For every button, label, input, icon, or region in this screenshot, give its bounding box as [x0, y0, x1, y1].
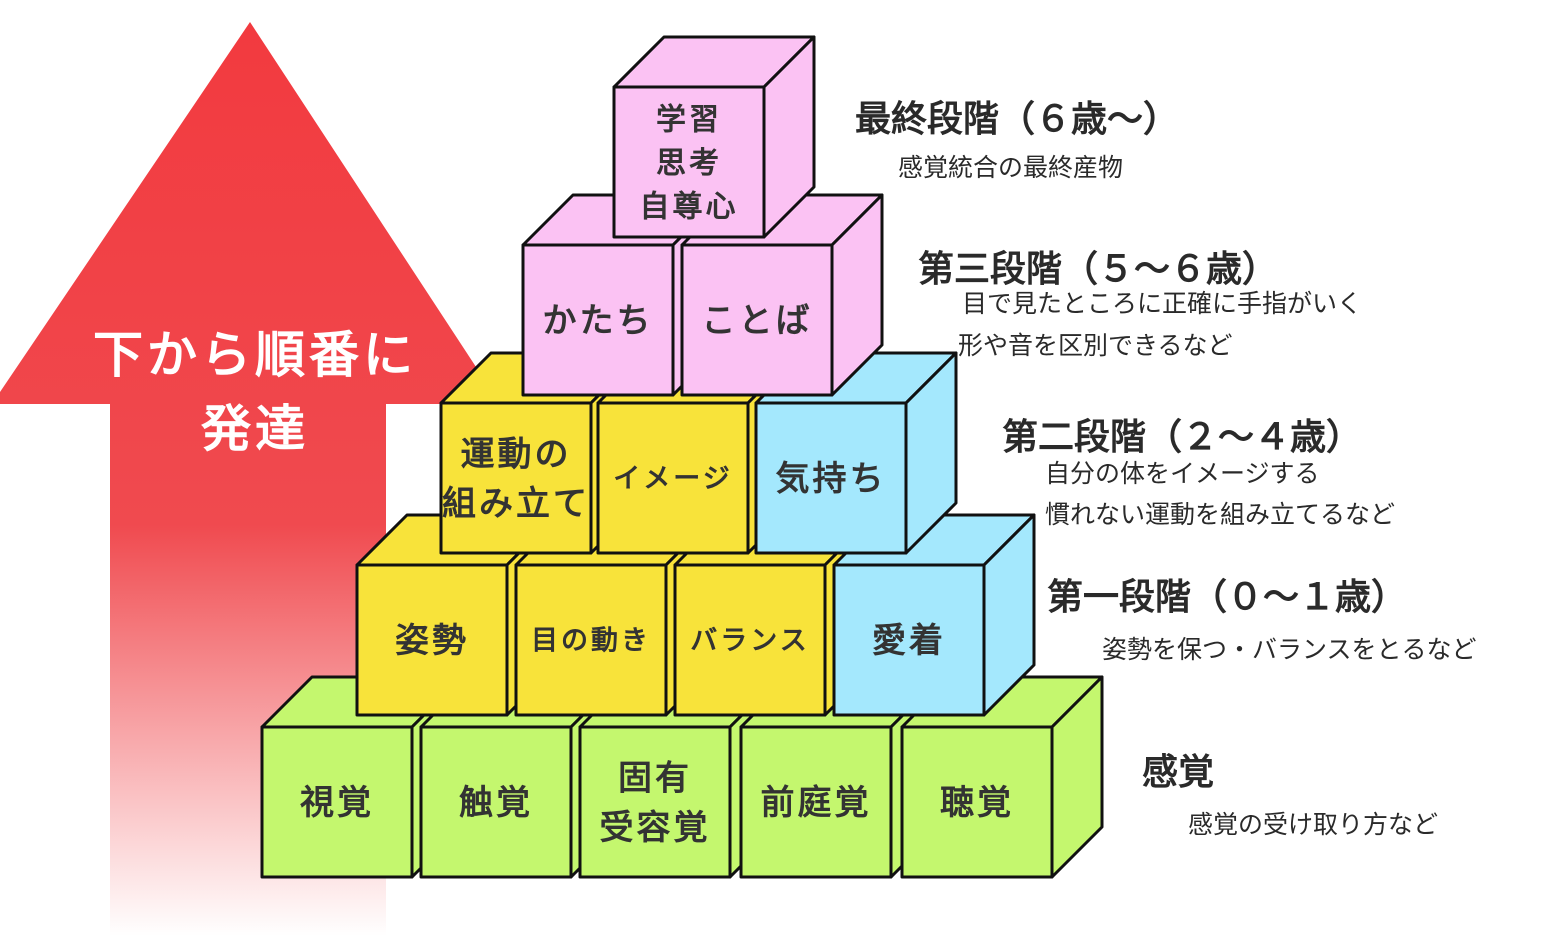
cube-label: 前庭覚 [761, 783, 872, 823]
stage1-desc: 姿勢を保つ・バランスをとるなど [1102, 635, 1477, 664]
cube-label: 気持ち [776, 459, 887, 499]
stage2-title: 第二段階（２〜４歳） [1002, 417, 1363, 458]
cube-label: 組み立て [442, 484, 590, 524]
cube-front-face [514, 563, 668, 717]
cube-label: 思考 [656, 146, 722, 181]
cube-label: ことば [702, 301, 813, 341]
cube-label: 触覚 [459, 783, 533, 823]
final-stage-title: 最終段階（６歳〜） [855, 99, 1180, 140]
cube-front-face [596, 401, 750, 555]
cube-label: 愛着 [872, 621, 946, 661]
cube-front-face [900, 725, 1054, 879]
cube-label: 姿勢 [395, 621, 469, 661]
cube-front-face [260, 725, 414, 879]
cube-label: かたち [543, 301, 654, 341]
cube-label: 運動の [461, 435, 572, 475]
cube-front-face [754, 401, 908, 555]
stage2-desc-1: 自分の体をイメージする [1045, 459, 1320, 488]
cube-front-face [832, 563, 986, 717]
arrow-text-line1: 下から順番に [93, 326, 417, 384]
cube-front-face [739, 725, 893, 879]
stage1-title: 第一段階（０〜１歳） [1047, 577, 1408, 618]
cube-front-face [439, 401, 593, 555]
cube-front-face [578, 725, 732, 879]
cube-front-face [355, 563, 509, 717]
cube-front-face [419, 725, 573, 879]
cube-label: バランス [690, 626, 809, 657]
cube-front-face [680, 243, 834, 397]
cube-stage2-2: 気持ち [754, 351, 958, 555]
cube-label: 学習 [656, 102, 722, 137]
cube-label: 固有 [618, 759, 692, 799]
stage2-desc-2: 慣れない運動を組み立てるなど [1045, 500, 1396, 529]
cube-label: 聴覚 [940, 783, 1014, 823]
cube-label: 受容覚 [600, 808, 711, 848]
cube-label: イメージ [613, 464, 732, 495]
sensation-title: 感覚 [1142, 752, 1215, 793]
cube-front-face [521, 243, 675, 397]
cube-label: 目の動き [531, 626, 651, 657]
cube-label: 自尊心 [640, 189, 739, 224]
arrow-text-line2: 発達 [201, 400, 309, 458]
stage3-desc-2: 形や音を区別できるなど [958, 331, 1233, 360]
cube-label: 視覚 [300, 783, 374, 823]
final-stage-desc: 感覚統合の最終産物 [898, 153, 1124, 182]
stage3-title: 第三段階（５〜６歳） [918, 249, 1279, 290]
cube-front-face [673, 563, 827, 717]
cube-front-face [612, 85, 766, 239]
sensation-desc: 感覚の受け取り方など [1188, 810, 1439, 839]
stage3-desc-1: 目で見たところに正確に手指がいく [962, 289, 1363, 318]
